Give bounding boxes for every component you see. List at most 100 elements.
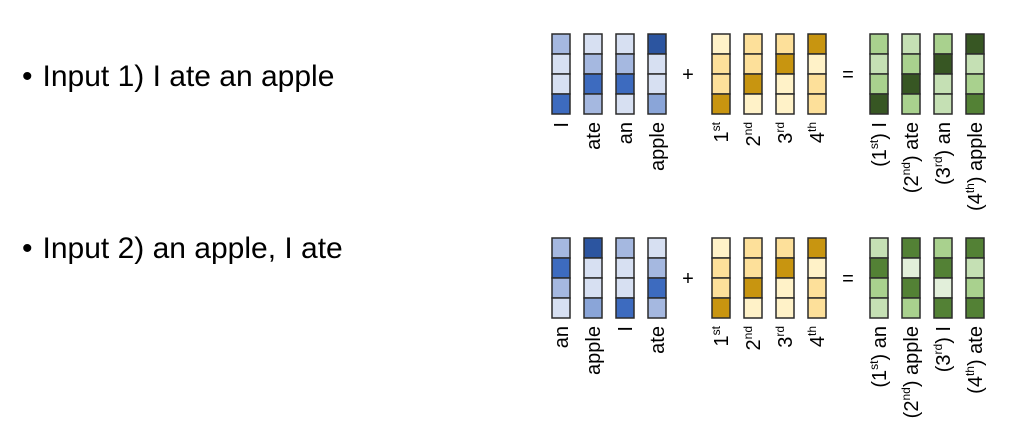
sum-vector	[933, 237, 953, 319]
word-label: I	[551, 122, 573, 128]
vector-cell	[775, 53, 795, 75]
vector-cell	[647, 257, 667, 279]
word-embedding-vector	[647, 237, 667, 319]
vector-cell	[965, 237, 985, 259]
vector-cell	[743, 53, 763, 75]
vector-cell	[551, 53, 571, 75]
vector-cell	[869, 53, 889, 75]
bullet-text: Input 1) I ate an apple	[42, 60, 335, 93]
position-label: 4th	[805, 122, 829, 143]
vector-cell	[807, 237, 827, 259]
vector-cell	[775, 297, 795, 319]
vector-cell	[775, 93, 795, 115]
vector-cell	[901, 53, 921, 75]
position-encoding-vector	[711, 237, 731, 319]
vector-cell	[869, 277, 889, 299]
sum-label: (4th) ate	[963, 326, 987, 394]
vector-cell	[807, 257, 827, 279]
word-label: ate	[583, 122, 605, 150]
vector-cell	[711, 257, 731, 279]
vector-cell	[965, 73, 985, 95]
sum-label: (3rd) I	[931, 326, 955, 372]
vector-cell	[743, 93, 763, 115]
position-encoding-vector	[775, 33, 795, 115]
word-label: an	[551, 326, 573, 348]
vector-cell	[743, 297, 763, 319]
vector-cell	[615, 33, 635, 55]
vector-cell	[583, 237, 603, 259]
vector-cell	[615, 93, 635, 115]
vector-cell	[551, 33, 571, 55]
vector-cell	[647, 93, 667, 115]
vector-cell	[551, 257, 571, 279]
vector-cell	[965, 53, 985, 75]
word-embedding-vector	[583, 237, 603, 319]
vector-cell	[711, 53, 731, 75]
vector-cell	[583, 297, 603, 319]
equals-sign: =	[842, 268, 854, 290]
vector-cell	[551, 73, 571, 95]
vector-cell	[869, 93, 889, 115]
word-embedding-vector	[615, 33, 635, 115]
position-label: 3rd	[773, 326, 797, 348]
vector-cell	[551, 93, 571, 115]
sum-vector	[965, 237, 985, 319]
vector-cell	[807, 53, 827, 75]
vector-cell	[583, 33, 603, 55]
vector-cell	[869, 257, 889, 279]
position-encoding-vector	[807, 33, 827, 115]
vector-cell	[711, 277, 731, 299]
vector-cell	[615, 53, 635, 75]
vector-cell	[551, 277, 571, 299]
vector-cell	[933, 297, 953, 319]
vector-cell	[583, 93, 603, 115]
vector-cell	[583, 73, 603, 95]
vector-cell	[775, 277, 795, 299]
vector-cell	[901, 277, 921, 299]
bullet-text: Input 2) an apple, I ate	[42, 232, 343, 265]
vector-cell	[933, 93, 953, 115]
vector-cell	[711, 93, 731, 115]
vector-cell	[711, 237, 731, 259]
position-label: 2nd	[741, 122, 765, 146]
vector-cell	[583, 53, 603, 75]
vector-cell	[743, 73, 763, 95]
position-label: 2nd	[741, 326, 765, 350]
vector-cell	[711, 73, 731, 95]
vector-cell	[965, 257, 985, 279]
plus-sign: +	[682, 268, 694, 290]
vector-cell	[933, 73, 953, 95]
vector-cell	[807, 73, 827, 95]
position-encoding-vector	[775, 237, 795, 319]
vector-cell	[711, 33, 731, 55]
vector-cell	[615, 237, 635, 259]
sum-vector	[869, 237, 889, 319]
vector-cell	[869, 237, 889, 259]
vector-cell	[743, 257, 763, 279]
plus-sign: +	[682, 64, 694, 86]
word-embedding-vector	[551, 237, 571, 319]
vector-cell	[647, 73, 667, 95]
vector-cell	[743, 277, 763, 299]
vector-cell	[775, 257, 795, 279]
position-label: 1st	[709, 121, 733, 142]
bullet-input-1: •Input 1) I ate an apple	[22, 60, 334, 94]
vector-cell	[965, 277, 985, 299]
vector-cell	[647, 277, 667, 299]
vector-cell	[647, 237, 667, 259]
sum-label: (2nd) apple	[899, 326, 923, 418]
position-label: 4th	[805, 326, 829, 347]
position-encoding-vector	[711, 33, 731, 115]
vector-cell	[775, 237, 795, 259]
position-encoding-vector	[743, 33, 763, 115]
vector-cell	[775, 33, 795, 55]
sum-vector	[965, 33, 985, 115]
vector-cell	[583, 257, 603, 279]
vector-cell	[807, 277, 827, 299]
word-label: ate	[647, 326, 669, 354]
word-embedding-vector	[647, 33, 667, 115]
vector-cell	[743, 33, 763, 55]
word-embedding-vector	[615, 237, 635, 319]
vector-cell	[615, 73, 635, 95]
